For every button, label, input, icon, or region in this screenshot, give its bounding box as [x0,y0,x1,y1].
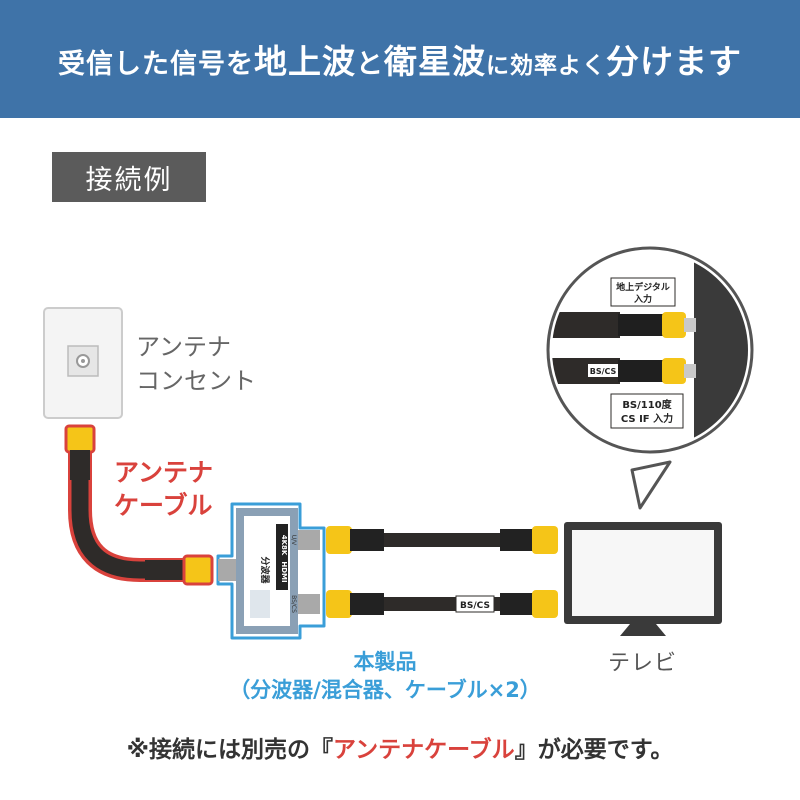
banner-emphasis-split: 分けます [606,42,742,81]
splitter-name: 分波器 [259,556,271,584]
banner-emphasis-satellite: 衛星波 [384,42,486,81]
antenna-cable-label: アンテナ ケーブル [114,456,213,522]
callout-terrestrial-label-line1: 地上デジタル [616,281,670,293]
banner-emphasis-terrestrial: 地上波 [254,42,356,81]
footnote: ※接続には別売の『アンテナケーブル』が必要です。 [0,730,800,764]
footnote-highlight: アンテナケーブル [332,737,515,763]
banner-text-1: 受信した信号を [58,49,254,80]
callout-satellite-label-line1: BS/110度 [622,398,672,411]
antenna-outlet-label: アンテナ コンセント [136,330,256,398]
product-highlight-outline [216,502,326,640]
callout-bscs-tag: BS/CS [590,367,617,376]
antenna-cable-label-line2: ケーブル [114,491,213,520]
antenna-outlet-icon [43,307,123,419]
cable-tag-bscs: BS/CS [460,601,490,611]
product-label-line2: （分波器/混合器、ケーブル×2） [229,678,541,702]
section-label-connection-example: 接続例 [52,152,206,202]
uv-cable-icon [326,526,558,554]
banner-text-3: に効率よく [486,53,606,79]
footnote-text-2: 』が必要です。 [514,737,674,763]
antenna-outlet-label-line2: コンセント [136,367,256,395]
product-label-line1: 本製品 [353,650,417,674]
product-label: 本製品 （分波器/混合器、ケーブル×2） [200,648,570,704]
splitter-port-bscs: BS/CS [290,595,297,613]
splitter-badge-4k8k: 4K8K [280,535,288,556]
splitter-icon [218,508,320,634]
footnote-text-1: ※接続には別売の『 [126,737,333,763]
banner-text-2: と [356,49,384,80]
splitter-badge-hdmi: HDMI [280,561,288,582]
tv-icon [564,522,722,636]
antenna-outlet-label-line1: アンテナ [136,333,232,361]
tv-label: テレビ [608,651,678,676]
callout-terrestrial-label-line2: 入力 [633,293,652,305]
antenna-cable-label-line1: アンテナ [114,458,214,487]
header-banner: 受信した信号を地上波と衛星波に効率よく分けます [0,0,800,118]
callout-magnifier [546,246,754,510]
callout-satellite-label-line2: CS IF 入力 [621,412,673,425]
antenna-cable-icon [64,424,214,586]
splitter-port-uv: U/V [290,535,297,546]
banner-title: 受信した信号を地上波と衛星波に効率よく分けます [58,35,742,83]
bscs-cable-icon [326,590,558,618]
